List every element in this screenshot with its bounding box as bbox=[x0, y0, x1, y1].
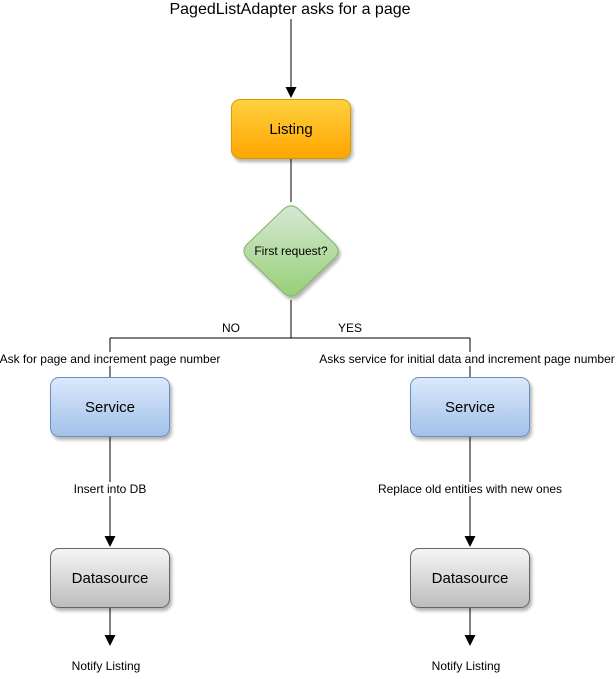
node-datasource-no: Datasource bbox=[50, 548, 170, 608]
arrowhead-title-to-listing bbox=[285, 87, 297, 98]
edge-label-no-branch: Ask for page and increment page number bbox=[0, 352, 223, 366]
edge-label-replace-entities: Replace old entities with new ones bbox=[375, 482, 565, 496]
diagram-title: PagedListAdapter asks for a page bbox=[169, 1, 411, 18]
node-listing: Listing bbox=[231, 99, 351, 159]
edge-label-notify-listing-no: Notify Listing bbox=[71, 659, 141, 673]
node-decision-label: First request? bbox=[254, 244, 328, 258]
arrowhead-service-yes-to-datasource-yes bbox=[464, 536, 476, 547]
edge-label-insert-into-db: Insert into DB bbox=[71, 482, 149, 496]
node-datasource-yes: Datasource bbox=[410, 548, 530, 608]
node-listing-label: Listing bbox=[269, 120, 313, 138]
arrowhead-service-no-to-datasource-no bbox=[104, 536, 116, 547]
arrowhead-datasource-no-to-notify bbox=[104, 635, 116, 646]
edge-label-notify-listing-yes: Notify Listing bbox=[431, 659, 501, 673]
node-datasource-yes-label: Datasource bbox=[431, 569, 509, 587]
node-service-no: Service bbox=[50, 377, 170, 437]
edge-label-no: NO bbox=[220, 321, 242, 335]
edge-label-yes-branch: Asks service for initial data and increm… bbox=[317, 352, 616, 366]
edge-label-yes: YES bbox=[335, 321, 365, 335]
node-service-yes: Service bbox=[410, 377, 530, 437]
arrowhead-datasource-yes-to-notify bbox=[464, 635, 476, 646]
connector-decision-branch bbox=[109, 300, 471, 377]
node-service-no-label: Service bbox=[84, 398, 136, 416]
node-service-yes-label: Service bbox=[444, 398, 496, 416]
node-datasource-no-label: Datasource bbox=[71, 569, 149, 587]
node-decision-shape bbox=[243, 205, 339, 297]
